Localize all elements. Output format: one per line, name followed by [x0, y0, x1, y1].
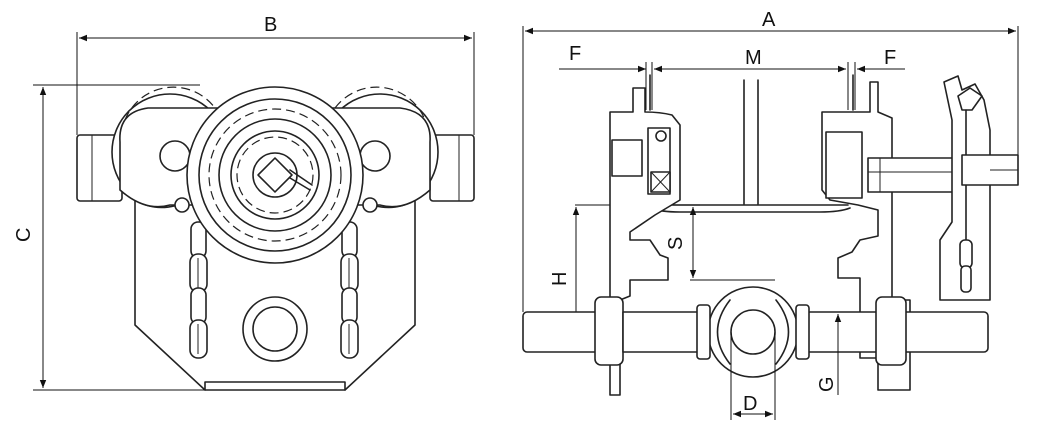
suspension-eye — [707, 286, 799, 378]
front-view: B C — [13, 14, 475, 391]
dim-label-m: M — [745, 47, 762, 69]
left-axle-hole — [159, 140, 191, 172]
hand-wheel-profile — [939, 75, 991, 301]
dim-label-f-right: F — [884, 47, 896, 69]
suspension-hole-inner — [252, 306, 298, 352]
right-hand-chain — [340, 221, 359, 359]
dim-label-d: D — [743, 393, 757, 415]
dim-label-c: C — [13, 228, 35, 242]
hand-wheel-shaft — [867, 157, 964, 193]
side-chain-link-1 — [959, 239, 973, 269]
dim-label-b: B — [264, 14, 277, 36]
dim-label-g: G — [816, 376, 838, 392]
dim-label-h: H — [549, 272, 571, 286]
dim-label-s: S — [665, 237, 687, 250]
side-view: A F M F S H — [522, 9, 1019, 420]
right-axle-hole — [359, 140, 391, 172]
square-shaft — [257, 157, 293, 193]
dim-label-f-left: F — [569, 43, 581, 65]
side-chain-link-2 — [960, 265, 972, 293]
left-hand-chain — [189, 221, 208, 359]
dim-label-a: A — [762, 9, 776, 31]
